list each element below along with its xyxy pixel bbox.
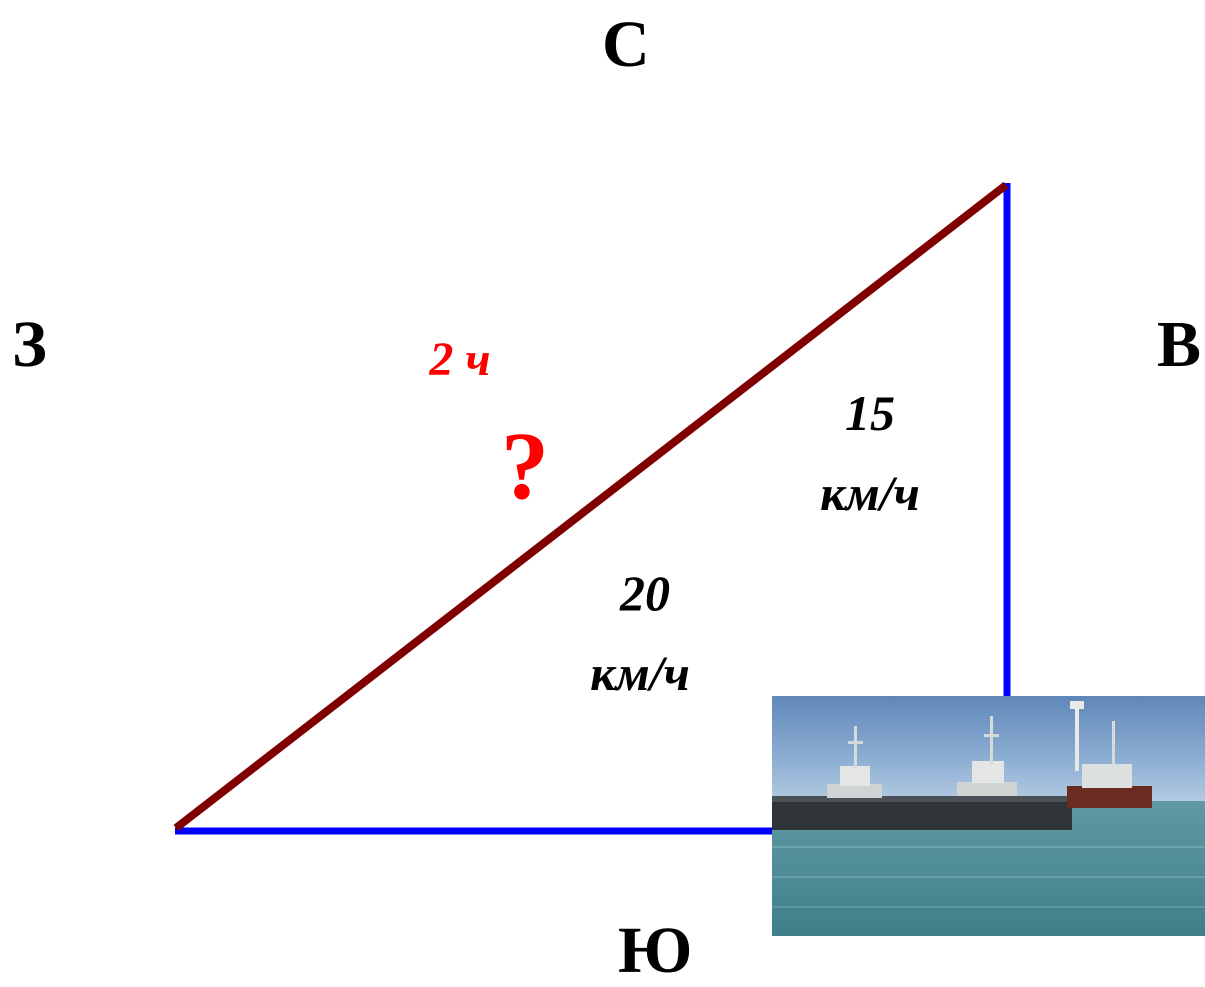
time-label: 2 ч bbox=[429, 333, 491, 386]
speed-east-value: 15 bbox=[845, 385, 895, 441]
speed-east-unit: км/ч bbox=[820, 465, 920, 521]
compass-east-label: В bbox=[1157, 308, 1202, 381]
speed-diag-unit: км/ч bbox=[590, 645, 690, 701]
hypotenuse-line bbox=[173, 181, 1009, 832]
question-mark: ? bbox=[501, 412, 549, 519]
compass-north-label: С bbox=[602, 8, 650, 81]
compass-west-label: З bbox=[12, 308, 47, 381]
harbor-tugboats-photo bbox=[772, 696, 1205, 936]
speed-diag-value: 20 bbox=[620, 565, 670, 621]
compass-south-label: Ю bbox=[618, 914, 693, 987]
